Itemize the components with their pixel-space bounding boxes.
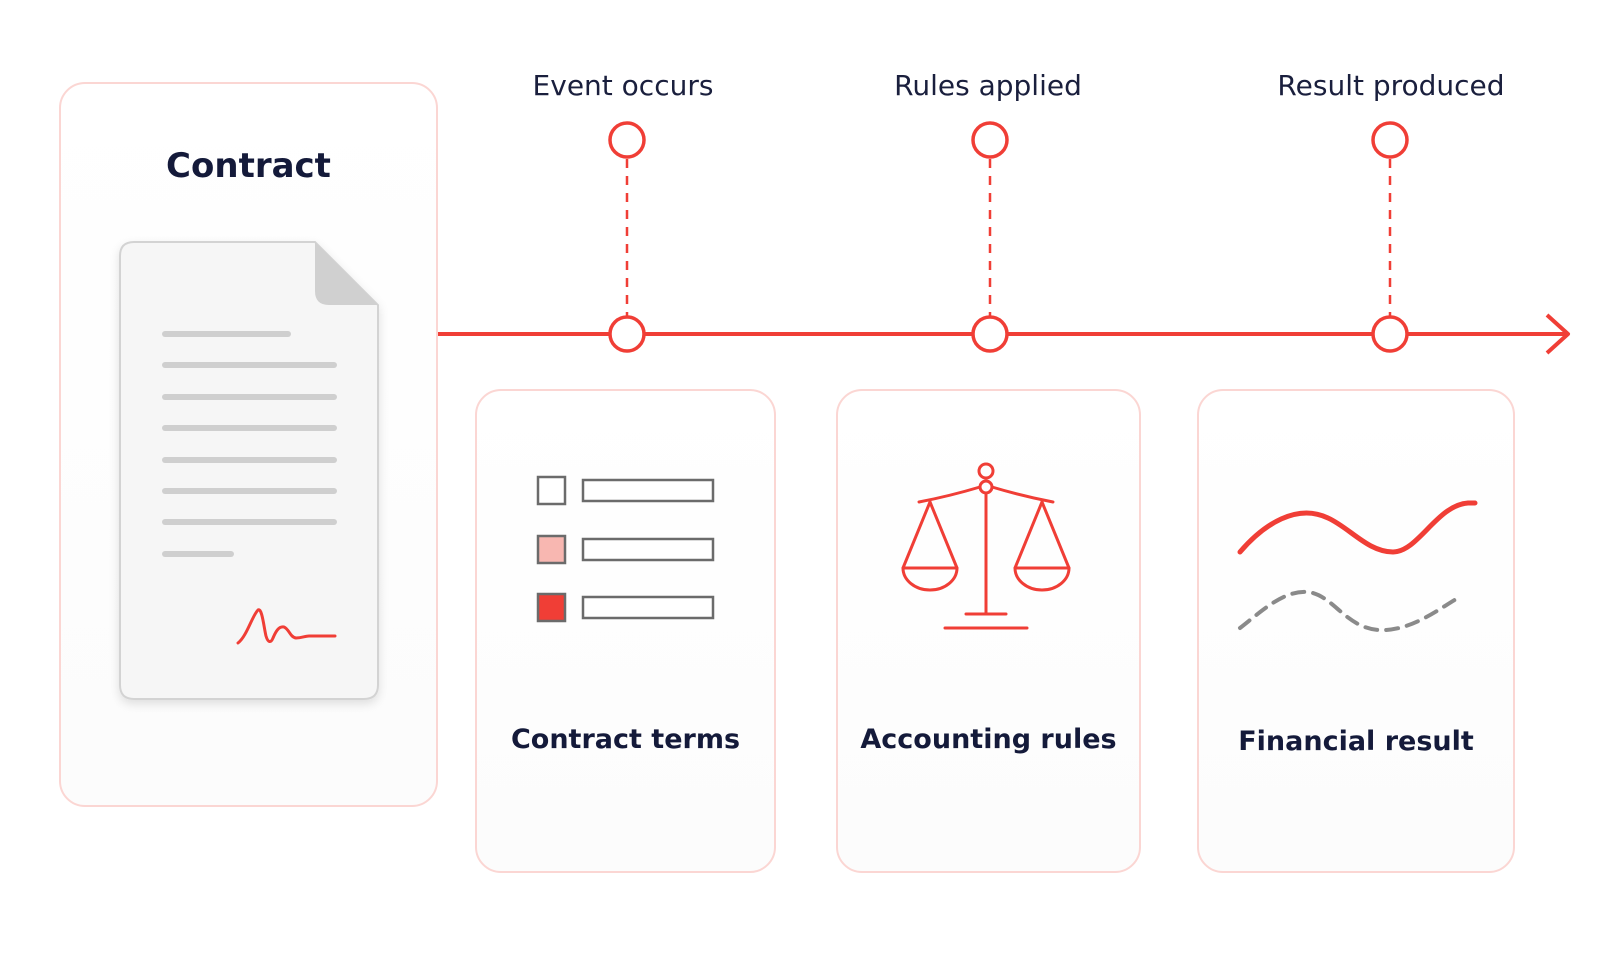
timeline-node-rules xyxy=(971,315,1009,353)
contract-terms-card: Contract terms xyxy=(475,389,776,873)
financial-result-title: Financial result xyxy=(1238,726,1474,757)
timeline-node-result xyxy=(1371,315,1409,353)
expected-curve xyxy=(1238,589,1460,633)
financial-result-card: Financial result xyxy=(1197,389,1515,873)
document-text-lines xyxy=(162,331,337,557)
accounting-rules-title: Accounting rules xyxy=(860,724,1117,755)
contract-terms-title: Contract terms xyxy=(510,724,741,755)
stage-label-event: Event occurs xyxy=(532,69,714,102)
actual-curve xyxy=(1237,500,1478,555)
signature-icon xyxy=(236,608,337,645)
timeline-arrow-head xyxy=(1545,313,1570,355)
timeline-node-event xyxy=(608,315,646,353)
stage-marker-event xyxy=(608,121,646,159)
stage-marker-rules xyxy=(971,121,1009,159)
stage-marker-result xyxy=(1371,121,1409,159)
accounting-rules-card: Accounting rules xyxy=(836,389,1141,873)
contract-title: Contract xyxy=(166,146,331,186)
stage-label-rules: Rules applied xyxy=(894,69,1082,102)
stage-label-result: Result produced xyxy=(1277,69,1505,102)
